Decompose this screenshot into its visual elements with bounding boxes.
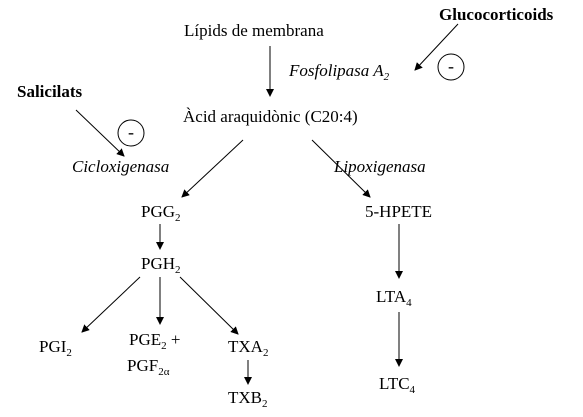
node-membrane-lipids: Lípids de membrana bbox=[184, 21, 324, 40]
node-txa2: TXA2 bbox=[228, 337, 269, 359]
enzyme-cyclooxygenase: Cicloxigenasa bbox=[72, 157, 170, 176]
node-txb2: TXB2 bbox=[228, 388, 268, 410]
arrow-pgh-to-txa bbox=[179, 276, 239, 335]
ltc4-label: LTC bbox=[379, 374, 410, 393]
arrow-arachidonic-to-pgg bbox=[181, 139, 244, 198]
enzyme-phospholipase-a2: Fosfolipasa A2 bbox=[289, 61, 390, 83]
txa2-label: TXA bbox=[228, 337, 263, 356]
arrow-pgh-to-pgi bbox=[81, 276, 141, 333]
node-5-hpete: 5-HPETE bbox=[365, 202, 433, 221]
phospholipase-subscript: 2 bbox=[383, 71, 390, 83]
pge2-label: PGE bbox=[129, 330, 162, 349]
pgg2-label: PGG bbox=[141, 202, 176, 221]
arrow-glucocorticoids-inhibit bbox=[414, 23, 459, 71]
pgf2a-label: PGF bbox=[127, 356, 159, 375]
txb2-subscript: 2 bbox=[262, 398, 268, 410]
ltc4-subscript: 4 bbox=[409, 384, 416, 396]
pgi2-label: PGI bbox=[39, 337, 67, 356]
node-arachidonic-acid: Àcid araquidònic (C20:4) bbox=[183, 107, 358, 126]
txa2-subscript: 2 bbox=[262, 347, 269, 359]
node-ltc4: LTC4 bbox=[379, 374, 416, 396]
node-pgi2: PGI2 bbox=[39, 337, 72, 359]
pgg2-subscript: 2 bbox=[175, 212, 181, 224]
enzyme-lipoxygenase: Lipoxigenasa bbox=[334, 157, 426, 176]
arrow-arachidonic-to-hpete bbox=[311, 139, 371, 198]
node-lta4: LTA4 bbox=[376, 287, 412, 309]
pge2-plus: + bbox=[166, 330, 181, 349]
inhibitor-glucocorticoids: Glucocorticoids bbox=[439, 5, 554, 24]
pgh2-label: PGH bbox=[141, 254, 176, 273]
node-pgf2a: PGF2α bbox=[127, 356, 170, 378]
inhibition-circle-cyclooxygenase bbox=[117, 119, 145, 147]
phospholipase-label: Fosfolipasa A bbox=[289, 61, 384, 80]
lta4-label: LTA bbox=[376, 287, 407, 306]
node-pgg2: PGG2 bbox=[141, 202, 181, 224]
pgi2-subscript: 2 bbox=[66, 347, 72, 359]
arrow-salicylates-inhibit bbox=[75, 109, 125, 157]
pgf2a-subscript: 2α bbox=[158, 366, 170, 378]
inhibition-sign-cyclooxygenase: - bbox=[128, 122, 134, 142]
pgh2-subscript: 2 bbox=[175, 264, 181, 276]
inhibition-circle-phospholipase bbox=[437, 53, 465, 81]
node-pge2: PGE2 + bbox=[129, 330, 181, 352]
lta4-subscript: 4 bbox=[406, 297, 412, 309]
node-pgh2: PGH2 bbox=[141, 254, 181, 276]
inhibitor-salicylates: Salicilats bbox=[17, 82, 83, 101]
pge2-subscript: 2 bbox=[161, 340, 167, 352]
inhibition-sign-phospholipase: - bbox=[448, 56, 454, 76]
txb2-label: TXB bbox=[228, 388, 262, 407]
